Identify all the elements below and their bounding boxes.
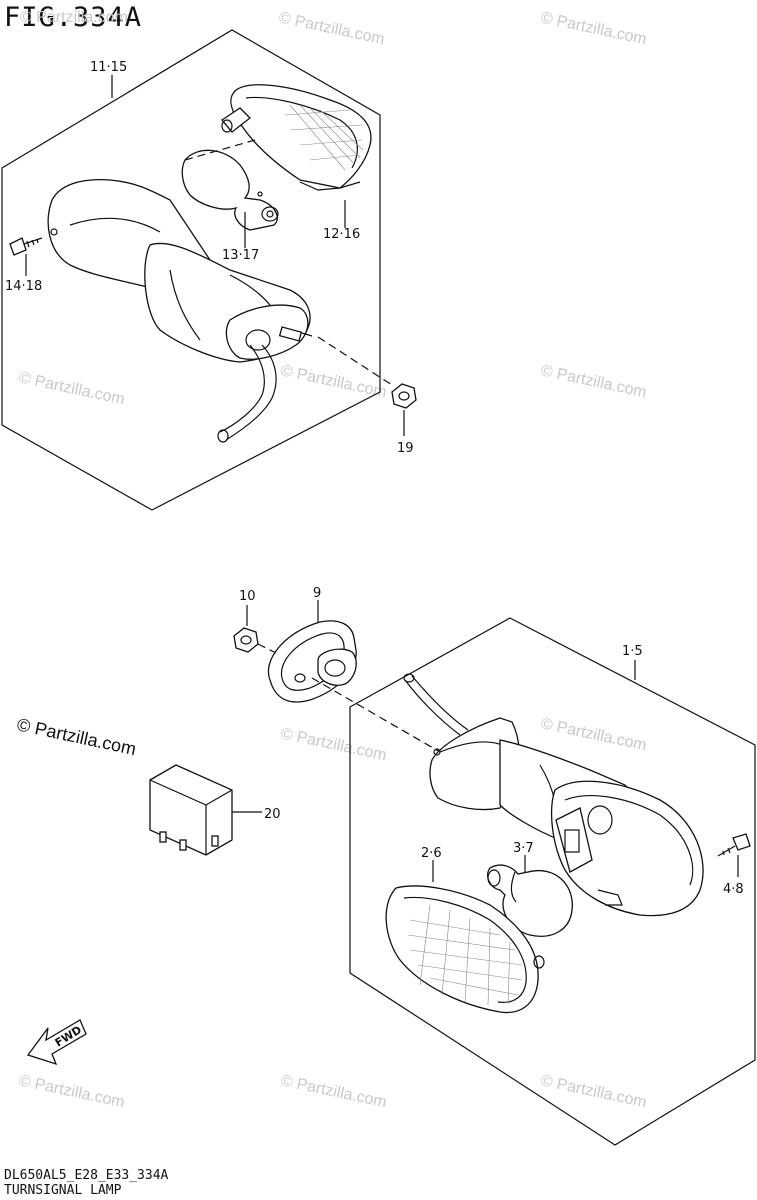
fwd-direction-arrow: FWD bbox=[26, 1019, 87, 1066]
front-screw bbox=[717, 833, 751, 857]
callout-rear-bulb: 13·17 bbox=[222, 248, 259, 263]
relay: 20 bbox=[149, 764, 281, 856]
callout-rear-screw: 14·18 bbox=[5, 279, 42, 294]
rear-turnsignal-group: 11·15 bbox=[1, 29, 417, 511]
watermark: © Partzilla.com bbox=[539, 362, 648, 401]
front-nut bbox=[233, 627, 259, 653]
front-gasket bbox=[267, 620, 357, 703]
callout-rear-nut: 19 bbox=[397, 441, 414, 456]
watermark: © Partzilla.com bbox=[539, 1072, 648, 1111]
front-housing bbox=[403, 673, 704, 917]
front-turnsignal-group: 10 9 1·5 bbox=[233, 586, 756, 1146]
watermark: © Partzilla.com bbox=[17, 1072, 126, 1111]
callout-front-nut: 10 bbox=[239, 589, 256, 604]
watermark: © Partzilla.com bbox=[539, 9, 648, 48]
model-code: DL650AL5_E28_E33_334A bbox=[4, 1168, 169, 1183]
callout-front-bulb: 3·7 bbox=[513, 841, 534, 856]
rear-lens bbox=[221, 84, 372, 191]
callout-rear-assembly: 11·15 bbox=[90, 60, 127, 75]
front-group-frame bbox=[349, 617, 756, 1146]
figure-caption: TURNSIGNAL LAMP bbox=[4, 1183, 122, 1198]
figure-title: FIG.334A bbox=[4, 2, 143, 33]
watermark: © Partzilla.com bbox=[279, 362, 388, 401]
callout-rear-lens: 12·16 bbox=[323, 227, 360, 242]
watermark: © Partzilla.com bbox=[20, 9, 128, 26]
watermark: © Partzilla.com bbox=[279, 725, 388, 764]
watermark-prominent: © Partzilla.com bbox=[15, 714, 138, 759]
rear-screw bbox=[9, 237, 43, 256]
rear-nut bbox=[391, 383, 417, 409]
front-bulb bbox=[486, 864, 573, 937]
callout-relay: 20 bbox=[264, 807, 281, 822]
callout-front-assembly: 1·5 bbox=[622, 644, 643, 659]
rear-group-frame bbox=[1, 29, 381, 511]
rear-housing bbox=[47, 179, 313, 443]
callout-front-screw: 4·8 bbox=[723, 882, 744, 897]
watermark: © Partzilla.com bbox=[539, 715, 648, 754]
watermark: © Partzilla.com bbox=[277, 9, 386, 48]
watermark: © Partzilla.com bbox=[17, 369, 126, 408]
rear-bulb bbox=[181, 149, 279, 231]
callout-front-lens: 2·6 bbox=[421, 846, 442, 861]
watermark: © Partzilla.com bbox=[279, 1072, 388, 1111]
front-lens bbox=[385, 885, 545, 1014]
callout-front-gasket: 9 bbox=[313, 586, 321, 601]
